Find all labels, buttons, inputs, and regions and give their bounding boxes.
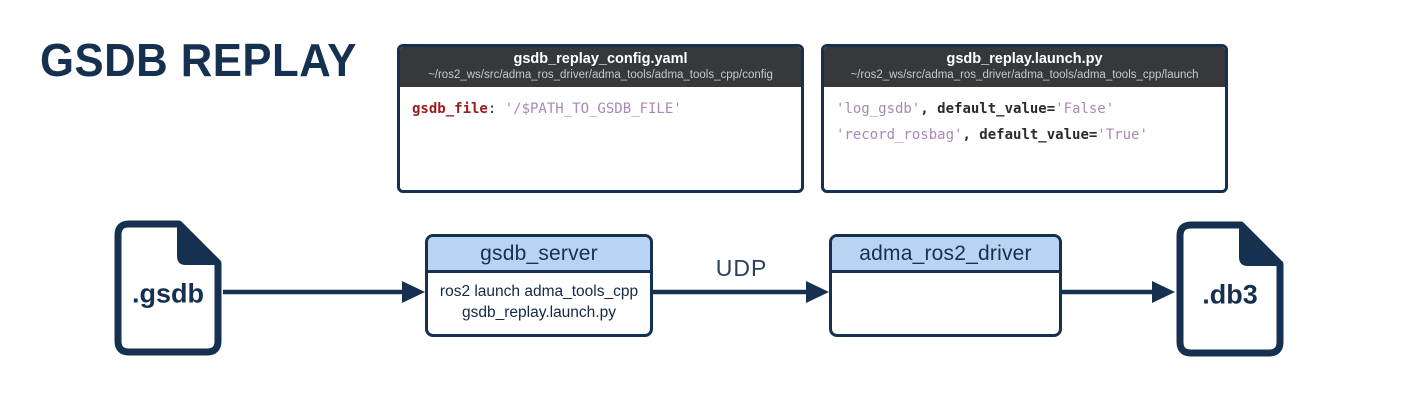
code-line: 'log_gsdb', default_value='False' xyxy=(836,96,1213,122)
config-box-launch-filename: gsdb_replay.launch.py xyxy=(946,51,1103,67)
yaml-key: gsdb_file xyxy=(412,101,488,117)
arrow-driver-to-db3 xyxy=(1062,281,1175,303)
adma-ros2-driver-body xyxy=(832,273,1059,281)
config-box-yaml-filename: gsdb_replay_config.yaml xyxy=(513,51,688,67)
db3-file-icon: .db3 xyxy=(1175,220,1285,358)
adma-ros2-driver-header: adma_ros2_driver xyxy=(832,237,1059,273)
config-box-yaml: gsdb_replay_config.yaml ~/ros2_ws/src/ad… xyxy=(397,44,804,193)
gsdb-server-command-line1: ros2 launch adma_tools_cpp xyxy=(439,283,639,300)
launch-arg-name: 'log_gsdb' xyxy=(836,101,921,117)
launch-arg-default: 'False' xyxy=(1055,101,1115,117)
gsdb-file-icon: .gsdb xyxy=(113,219,223,357)
config-box-launch-header: gsdb_replay.launch.py ~/ros2_ws/src/adma… xyxy=(824,47,1225,87)
gsdb-file-label: .gsdb xyxy=(132,278,204,309)
launch-arg-name: 'record_rosbag' xyxy=(836,127,963,143)
config-box-launch-code: 'log_gsdb', default_value='False' 'recor… xyxy=(824,87,1225,157)
config-box-yaml-path: ~/ros2_ws/src/adma_ros_driver/adma_tools… xyxy=(428,69,773,81)
launch-arg-mid: , default_value= xyxy=(962,127,1098,143)
adma-ros2-driver-node: adma_ros2_driver xyxy=(829,234,1062,337)
db3-file-label: .db3 xyxy=(1202,279,1258,310)
code-line: 'record_rosbag', default_value='True' xyxy=(836,122,1213,148)
config-box-launch: gsdb_replay.launch.py ~/ros2_ws/src/adma… xyxy=(821,44,1228,193)
page-title: GSDB REPLAY xyxy=(40,34,357,86)
launch-arg-default: 'True' xyxy=(1097,127,1148,143)
yaml-separator: : xyxy=(487,101,505,117)
gsdb-server-header: gsdb_server xyxy=(428,237,650,273)
code-line: gsdb_file: '/$PATH_TO_GSDB_FILE' xyxy=(412,96,789,122)
config-box-yaml-code: gsdb_file: '/$PATH_TO_GSDB_FILE' xyxy=(400,87,801,131)
yaml-value: '/$PATH_TO_GSDB_FILE' xyxy=(504,101,682,117)
arrow-server-to-driver xyxy=(653,281,829,303)
gsdb-server-title: gsdb_server xyxy=(480,241,598,265)
config-box-launch-path: ~/ros2_ws/src/adma_ros_driver/adma_tools… xyxy=(850,69,1199,81)
launch-arg-mid: , default_value= xyxy=(920,101,1056,117)
gsdb-server-command-line2: gsdb_replay.launch.py xyxy=(462,304,616,321)
adma-ros2-driver-title: adma_ros2_driver xyxy=(859,241,1032,265)
udp-protocol-label: UDP xyxy=(715,255,768,281)
config-box-yaml-header: gsdb_replay_config.yaml ~/ros2_ws/src/ad… xyxy=(400,47,801,87)
gsdb-server-body: ros2 launch adma_tools_cpp gsdb_replay.l… xyxy=(428,273,650,323)
gsdb-server-node: gsdb_server ros2 launch adma_tools_cpp g… xyxy=(425,234,653,337)
arrow-gsdb-to-server xyxy=(223,281,425,303)
